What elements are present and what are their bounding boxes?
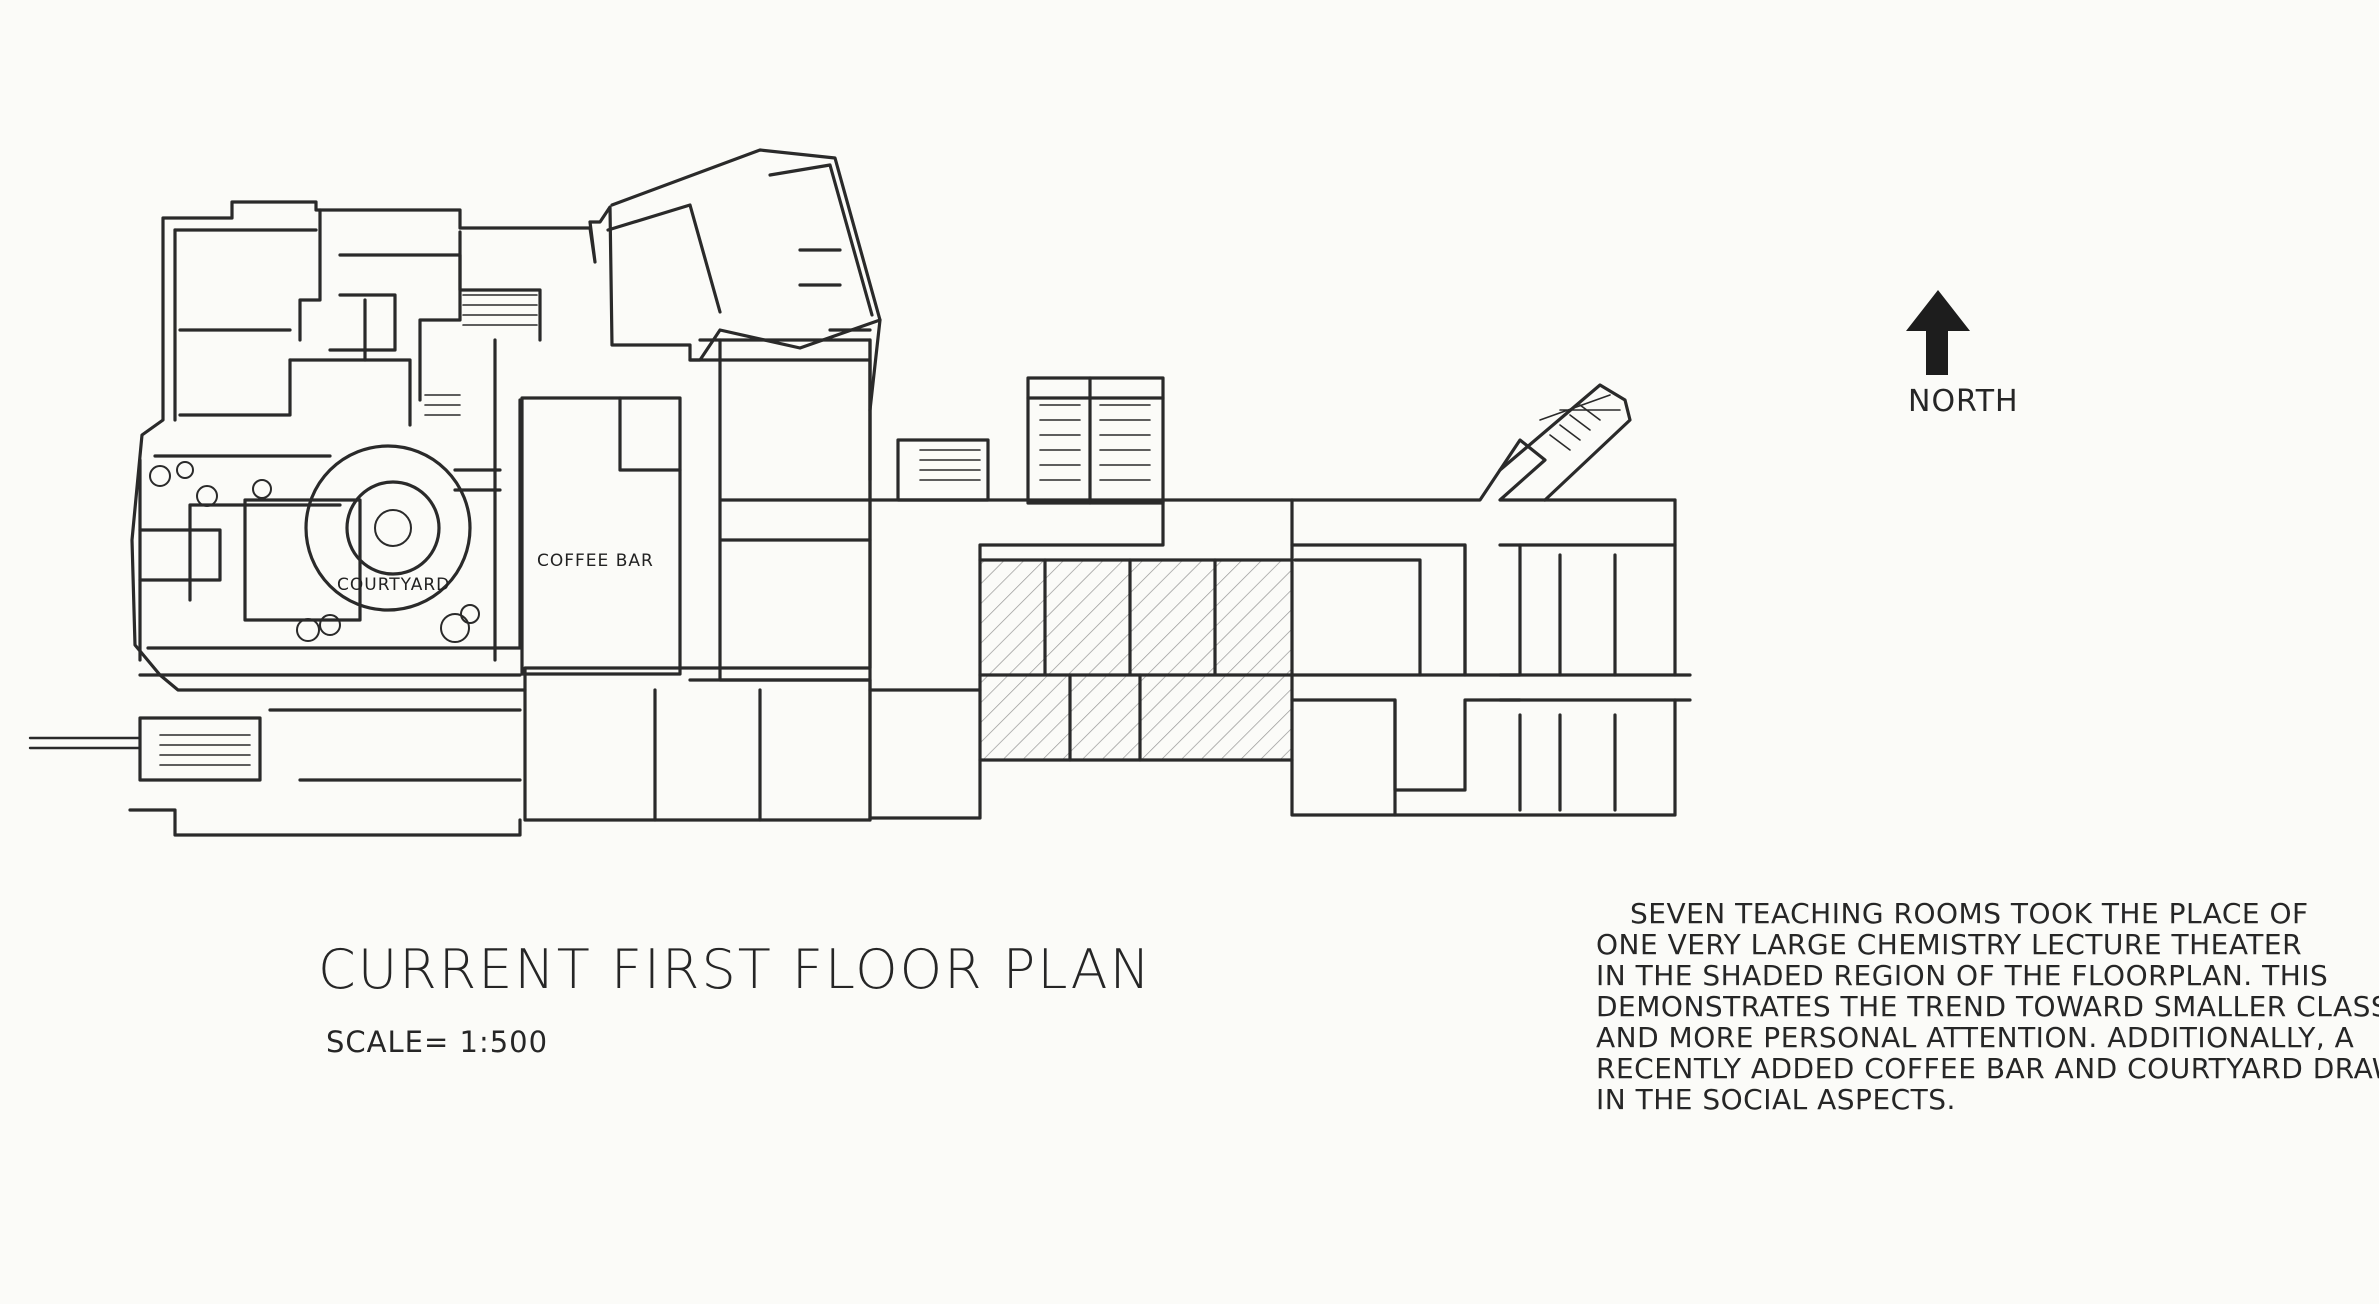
stair-tower	[896, 376, 1165, 505]
shrub-icon	[440, 613, 470, 643]
central-block	[523, 148, 882, 822]
courtyard-label: COURTYARD	[337, 575, 450, 595]
description-line: ONE VERY LARGE CHEMISTRY LECTURE THEATER	[1596, 928, 2303, 961]
description-line: DEMONSTRATES THE TREND TOWARD SMALLER CL…	[1596, 990, 2379, 1023]
north-label: NORTH	[1908, 384, 2019, 419]
shrub-icon	[319, 614, 341, 636]
plan-title: CURRENT FIRST FLOOR PLAN	[318, 938, 1153, 1001]
coffee-bar-label: COFFEE BAR	[537, 551, 654, 571]
courtyard-area	[149, 444, 480, 643]
west-wing-outline	[130, 200, 872, 692]
shrub-icon	[252, 479, 272, 499]
scale-label: SCALE= 1:500	[326, 1025, 549, 1059]
west-wing	[130, 200, 872, 692]
tree-icon	[374, 509, 412, 547]
shrub-icon	[196, 485, 218, 507]
courtyard-circle	[304, 444, 472, 612]
description-line: SEVEN TEACHING ROOMS TOOK THE PLACE OF	[1630, 897, 2309, 930]
shrub-icon	[176, 461, 194, 479]
shrub-icon	[149, 465, 171, 487]
angled-stair	[1498, 383, 1632, 502]
description-line: IN THE SHADED REGION OF THE FLOORPLAN. T…	[1596, 959, 2329, 992]
north-arrow-icon	[1906, 290, 1970, 375]
description-line: RECENTLY ADDED COFFEE BAR AND COURTYARD …	[1596, 1052, 2379, 1085]
description-line: IN THE SOCIAL ASPECTS.	[1596, 1083, 1956, 1116]
shrub-icon	[296, 618, 320, 642]
east-wing	[868, 438, 1692, 820]
shrub-icon	[460, 604, 480, 624]
shaded-region	[980, 560, 1292, 760]
southwest-stair	[28, 708, 522, 837]
description-line: AND MORE PERSONAL ATTENTION. ADDITIONALL…	[1596, 1021, 2355, 1054]
coffee-bar-room	[453, 396, 682, 676]
description-note: SEVEN TEACHING ROOMS TOOK THE PLACE OF O…	[1596, 897, 2379, 1116]
